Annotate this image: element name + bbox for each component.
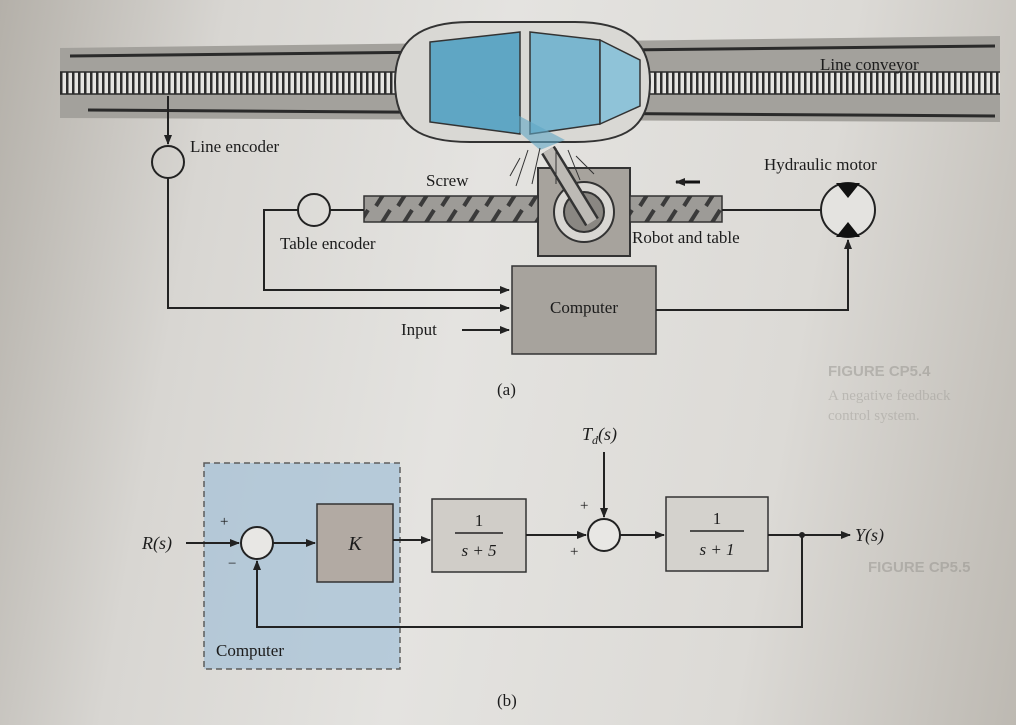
hydraulic-motor-icon (820, 182, 876, 238)
background-page-text: FIGURE CP5.4 A negative feedback control… (828, 363, 971, 576)
summing-junction-2 (587, 518, 621, 552)
line-encoder-icon (151, 145, 185, 179)
disturbance-label: Td(s) (582, 424, 617, 447)
gain-block (316, 503, 394, 583)
hydraulic-motor-label: Hydraulic motor (764, 155, 877, 174)
robot-and-table-label: Robot and table (632, 228, 740, 247)
table-encoder-icon (297, 193, 331, 227)
table-encoder-label: Table encoder (280, 234, 376, 253)
reference-input-label: R(s) (141, 533, 172, 554)
plant-block-2 (665, 496, 769, 572)
gain-label: K (347, 533, 363, 555)
sum1-minus-sign: − (228, 556, 236, 572)
figure-caption-line-1: A negative feedback (828, 388, 951, 404)
block2-numerator: 1 (713, 509, 722, 528)
line-conveyor-label: Line conveyor (820, 55, 919, 74)
caption-a: (a) (497, 380, 516, 399)
computer-block-a (511, 265, 657, 355)
sum1-plus-sign: + (220, 514, 228, 530)
block1-numerator: 1 (475, 511, 484, 530)
sum2-plus-top: + (580, 498, 588, 514)
robot-and-table-icon (509, 145, 631, 257)
computer-label-b: Computer (216, 641, 284, 660)
plant-block-1 (431, 498, 527, 573)
car-icon (393, 21, 652, 150)
block2-denominator: s + 1 (699, 540, 734, 559)
sum2-plus-left: + (570, 544, 578, 560)
computer-label-a: Computer (550, 298, 618, 317)
line-encoder-label: Line encoder (190, 137, 280, 156)
figure-caption-line-2: control system. (828, 408, 920, 424)
output-label: Y(s) (855, 525, 884, 546)
figure-label-cp5-5: FIGURE CP5.5 (868, 559, 971, 576)
figure-label-cp5-4: FIGURE CP5.4 (828, 363, 931, 380)
block1-denominator: s + 5 (461, 541, 496, 560)
summing-junction-1 (240, 526, 274, 560)
screw-label: Screw (426, 171, 469, 190)
caption-b: (b) (497, 691, 517, 710)
input-label: Input (401, 320, 437, 339)
